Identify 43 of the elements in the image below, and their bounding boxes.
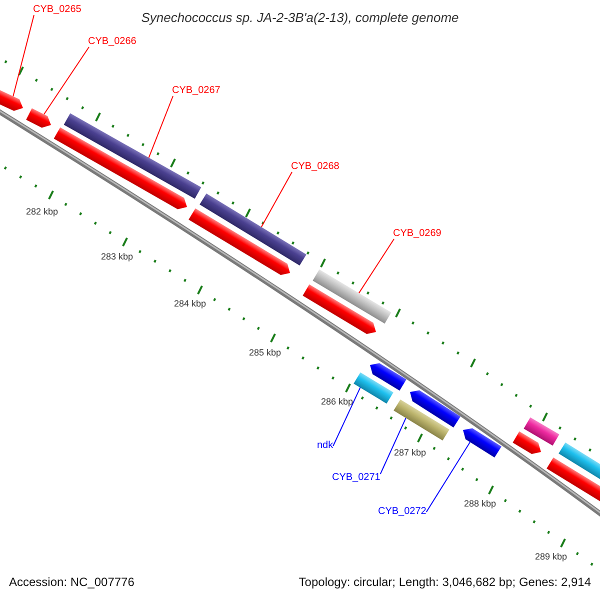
gene-label: CYB_0268 <box>291 162 340 172</box>
gene-feature <box>354 372 394 404</box>
gene-feature <box>0 89 23 111</box>
tick-label: 287 kbp <box>394 448 426 458</box>
gene-label: CYB_0271 <box>332 473 380 483</box>
gene-feature <box>312 269 392 324</box>
gene-feature <box>394 400 450 440</box>
tick-label: 283 kbp <box>100 252 134 262</box>
gene-feature <box>54 127 187 210</box>
gene-feature <box>463 428 502 458</box>
leader-line <box>380 418 406 474</box>
leader-line <box>12 14 34 97</box>
gene-label: CYB_0266 <box>88 37 136 47</box>
gene-label: CYB_0272 <box>378 507 426 517</box>
leader-line <box>332 387 361 446</box>
gene-label: CYB_0267 <box>172 86 220 96</box>
leader-line <box>260 172 292 228</box>
leader-line <box>148 96 174 158</box>
genome-info-text: Topology: circular; Length: 3,046,682 bp; Genes: 2,914 <box>298 576 591 588</box>
tick-label: 282 kbp <box>26 208 58 216</box>
gene-label: CYB_0265 <box>33 5 82 15</box>
gene-feature <box>370 363 406 391</box>
leader-line <box>358 238 394 294</box>
gene-feature <box>524 417 560 446</box>
gene-feature <box>302 284 376 334</box>
accession-text: Accession: NC_007776 <box>9 576 134 588</box>
gene-feature <box>512 431 541 454</box>
gene-feature <box>546 458 600 503</box>
tick-label: 284 kbp <box>174 300 206 308</box>
tick-label: 289 kbp <box>534 552 568 562</box>
tick-label: 288 kbp <box>464 500 496 508</box>
gene-feature <box>200 194 306 266</box>
gene-feature <box>64 113 202 199</box>
tick-label: 286 kbp <box>320 398 354 406</box>
leader-line <box>426 442 471 512</box>
leader-line <box>44 46 90 115</box>
gene-feature <box>188 208 290 275</box>
tick-label: 285 kbp <box>248 348 282 358</box>
gene-label: ndk <box>317 441 334 451</box>
map-title: Synechococcus sp. JA-2-3B'a(2-13), complete genome <box>140 11 460 24</box>
gene-label: CYB_0269 <box>393 229 442 239</box>
gene-feature <box>410 390 460 428</box>
gene-feature <box>26 108 51 128</box>
